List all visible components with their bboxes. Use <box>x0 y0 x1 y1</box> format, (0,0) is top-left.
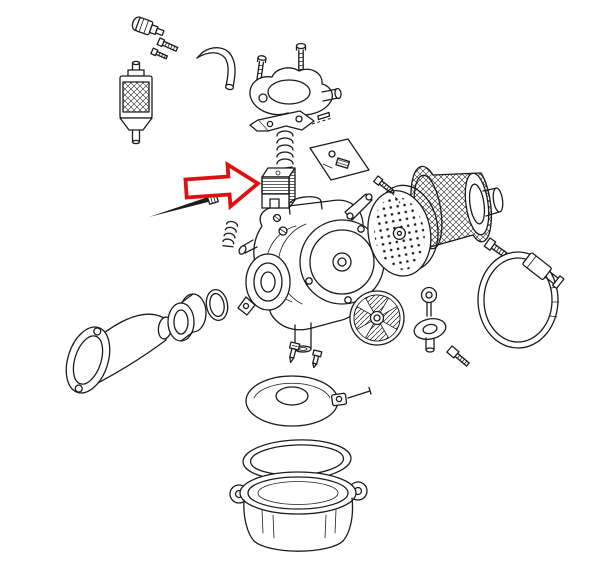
carburetor-top-cover <box>249 67 342 116</box>
cable-bracket <box>249 110 315 132</box>
bracket-pin <box>311 111 333 125</box>
highlight-arrow <box>183 160 262 211</box>
hose-clamp <box>477 251 565 349</box>
needle-jet <box>312 349 323 369</box>
arrow-shape <box>183 160 262 211</box>
main-jet <box>288 341 301 364</box>
float-pin <box>347 386 372 399</box>
air-filter-screw <box>373 175 401 204</box>
choke-disc <box>349 290 405 346</box>
air-filter-plate <box>367 184 439 277</box>
mounting-screws <box>150 37 179 60</box>
starter-plunger <box>413 286 470 367</box>
float-ring <box>245 375 348 427</box>
idle-spring <box>222 220 238 248</box>
cable-adjuster <box>131 16 165 37</box>
spacer-sleeve <box>167 293 207 342</box>
fuel-filter <box>119 60 153 145</box>
float-bowl <box>229 471 368 552</box>
fuel-hose-elbow <box>196 47 236 91</box>
gasket-kit-plate <box>309 138 370 181</box>
o-ring <box>205 288 229 322</box>
intake-manifold <box>65 313 173 394</box>
air-filter-cap <box>464 172 508 258</box>
throttle-slide <box>261 167 296 223</box>
throttle-return-spring <box>276 130 294 170</box>
top-cover-screws <box>256 42 307 81</box>
